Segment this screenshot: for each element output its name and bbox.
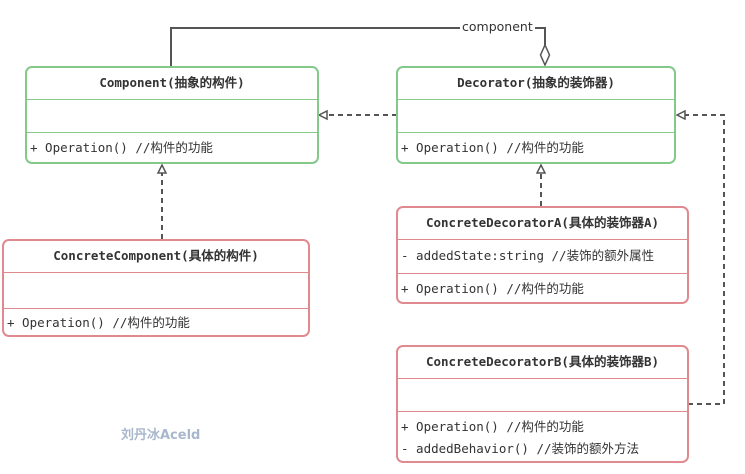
- class-decorator-name: Decorator(抽象的装饰器): [457, 75, 615, 90]
- class-concrete-component[interactable]: ConcreteComponent(具体的构件) + Operation() /…: [2, 239, 310, 337]
- class-concrete-decorator-b[interactable]: ConcreteDecoratorB(具体的装饰器B) + Operation(…: [396, 345, 689, 463]
- decorator-b-realization-line: [685, 114, 725, 405]
- class-concrete-decorator-b-name: ConcreteDecoratorB(具体的装饰器B): [425, 354, 660, 369]
- method-operation: + Operation() //构件的功能: [401, 140, 584, 155]
- arrowhead-component-right: [317, 109, 328, 121]
- class-concrete-decorator-a-methods: + Operation() //构件的功能: [398, 273, 687, 302]
- method-operation: + Operation() //构件的功能: [7, 315, 190, 330]
- class-decorator[interactable]: Decorator(抽象的装饰器) + Operation() //构件的功能: [396, 66, 676, 164]
- watermark: 刘丹冰Aceld: [121, 428, 201, 443]
- class-concrete-component-attributes: [4, 272, 308, 308]
- class-component-attributes: [27, 99, 317, 132]
- class-component-name: Component(抽象的构件): [99, 75, 245, 90]
- method-operation: + Operation() //构件的功能: [401, 281, 584, 296]
- class-concrete-component-name: ConcreteComponent(具体的构件): [53, 248, 259, 263]
- association-label: component: [460, 19, 535, 35]
- class-decorator-methods: + Operation() //构件的功能: [398, 132, 674, 162]
- class-concrete-decorator-a-attributes: - addedState:string //装饰的额外属性: [398, 239, 687, 273]
- method-operation: + Operation() //构件的功能: [30, 140, 213, 155]
- class-concrete-decorator-a-name: ConcreteDecoratorA(具体的装饰器A): [425, 215, 660, 230]
- class-concrete-component-methods: + Operation() //构件的功能: [4, 308, 308, 335]
- class-decorator-attributes: [398, 99, 674, 132]
- arrowhead-decorator-right: [675, 109, 686, 121]
- attribute-added-state: - addedState:string //装饰的额外属性: [401, 248, 655, 263]
- class-concrete-decorator-b-attributes: [398, 378, 687, 411]
- class-concrete-decorator-b-methods: + Operation() //构件的功能 - addedBehavior() …: [398, 411, 687, 461]
- class-component-methods: + Operation() //构件的功能: [27, 132, 317, 162]
- method-operation: + Operation() //构件的功能: [401, 419, 584, 434]
- class-component[interactable]: Component(抽象的构件) + Operation() //构件的功能: [25, 66, 319, 164]
- method-added-behavior: - addedBehavior() //装饰的额外方法: [401, 441, 640, 456]
- arrowhead-decorator-bottom: [535, 163, 547, 174]
- arrowhead-component-bottom: [156, 163, 168, 174]
- class-concrete-decorator-a[interactable]: ConcreteDecoratorA(具体的装饰器A) - addedState…: [396, 206, 689, 304]
- aggregation-diamond: [539, 43, 551, 67]
